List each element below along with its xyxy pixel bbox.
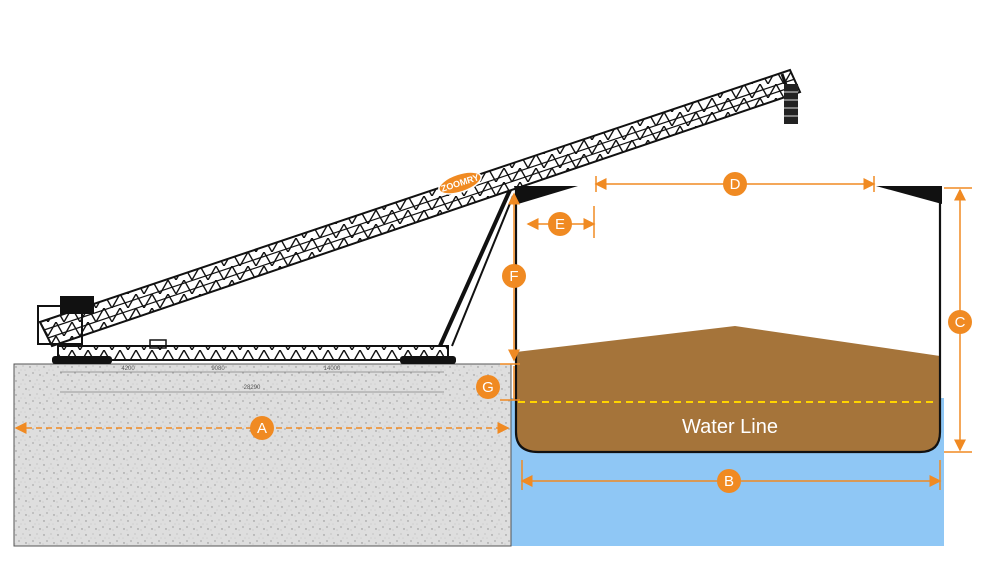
discharge-chute (780, 73, 798, 124)
svg-text:B: B (724, 473, 734, 490)
hydraulic-support (438, 189, 512, 347)
conveyor-dim-overall: 28290 (244, 385, 261, 391)
conveyor-dim-1: 4200 (121, 366, 135, 372)
svg-text:E: E (555, 216, 565, 233)
dimension-marker-b: B (717, 469, 741, 493)
conveyor: ZOOMRY 4200 9080 14000 28290 (37, 68, 802, 393)
crawler-track-front (400, 356, 456, 364)
base-frame (57, 345, 449, 361)
svg-text:D: D (730, 176, 741, 193)
conveyor-boom (38, 68, 802, 348)
svg-text:G: G (482, 379, 494, 396)
deck-left-coaming (514, 186, 578, 204)
dimension-marker-e: E (548, 212, 572, 236)
dimension-marker-d: D (723, 172, 747, 196)
deck-right-coaming (876, 186, 942, 204)
svg-text:A: A (257, 420, 267, 437)
svg-text:F: F (509, 268, 518, 285)
ship-hull (514, 186, 942, 454)
quay-concrete (13, 363, 512, 547)
dimension-marker-a: A (250, 416, 274, 440)
svg-text:C: C (955, 314, 966, 331)
brand-logo: ZOOMRY (438, 171, 482, 195)
dimension-marker-g: G (476, 375, 500, 399)
conveyor-dim-2: 9080 (211, 366, 225, 372)
crawler-track-rear (52, 356, 112, 364)
dimension-marker-c: C (948, 310, 972, 334)
conveyor-dim-3: 14000 (324, 366, 341, 372)
water-line-label: Water Line (682, 416, 778, 438)
dimension-marker-f: F (502, 264, 526, 288)
